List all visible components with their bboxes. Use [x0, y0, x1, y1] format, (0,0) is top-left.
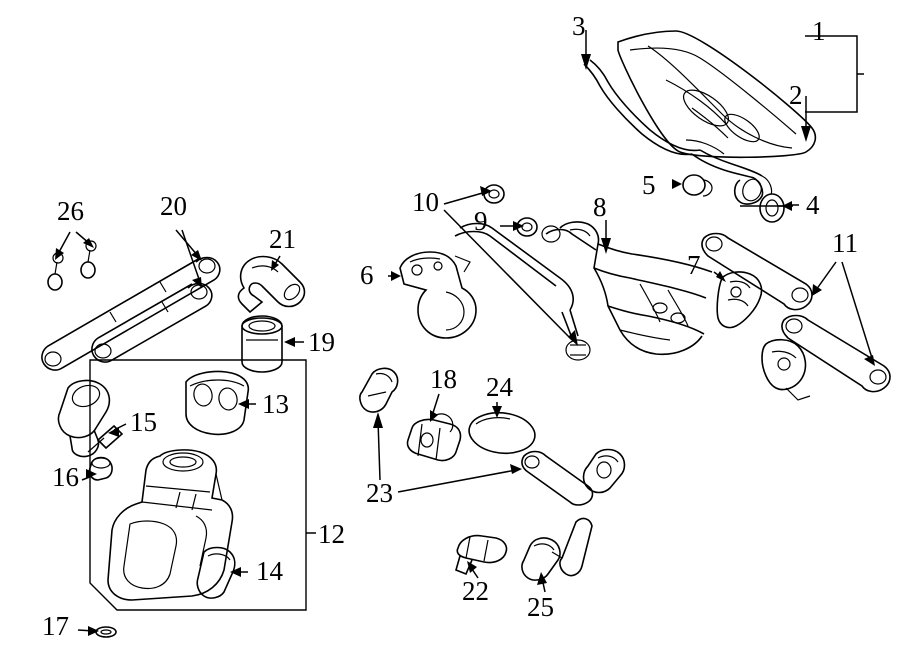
- part-reservoir-grommet: [196, 546, 248, 599]
- callout-22[interactable]: 22: [462, 576, 489, 606]
- callout-7[interactable]: 7: [687, 250, 701, 280]
- callout-13[interactable]: 13: [262, 389, 289, 419]
- callout-9[interactable]: 9: [474, 206, 488, 236]
- part-wiper-arm: [581, 30, 773, 205]
- callout-20[interactable]: 20: [160, 191, 187, 221]
- callout-1[interactable]: 1: [812, 16, 826, 46]
- callout-5[interactable]: 5: [642, 170, 656, 200]
- part-wiper-arm-nut-cap: [740, 193, 799, 223]
- part-washer-hose-connector: [359, 367, 626, 506]
- part-washer-reservoir-assembly: [89, 359, 316, 611]
- callout-6[interactable]: 6: [360, 260, 374, 290]
- part-drive-link-rods: [701, 232, 891, 401]
- callout-15[interactable]: 15: [130, 407, 157, 437]
- callout-21[interactable]: 21: [269, 224, 296, 254]
- part-washer-nozzle-lower: [455, 534, 508, 579]
- callout-12[interactable]: 12: [318, 519, 345, 549]
- callout-24[interactable]: 24: [486, 372, 513, 402]
- part-pivot-cap: [672, 174, 713, 197]
- part-lift-support-ball-studs: [47, 231, 97, 291]
- part-transmission-assembly: [559, 220, 713, 356]
- callout-25[interactable]: 25: [527, 592, 554, 622]
- part-linkage-bracket: [713, 271, 763, 329]
- callout-26[interactable]: 26: [57, 196, 84, 226]
- callout-14[interactable]: 14: [256, 556, 283, 586]
- callout-2[interactable]: 2: [789, 80, 803, 110]
- part-reservoir-filler-neck: [185, 370, 256, 436]
- part-nozzle-cover: [468, 402, 536, 455]
- part-washer-pump-grommet: [81, 456, 113, 481]
- part-linkage-rods: [443, 184, 597, 361]
- part-hood-lift-supports: [41, 229, 221, 371]
- part-reservoir-seal: [77, 626, 117, 638]
- callout-8[interactable]: 8: [593, 192, 607, 222]
- callout-4[interactable]: 4: [806, 190, 820, 220]
- part-washer-pump: [57, 379, 127, 458]
- part-wiper-blade-assembly: [617, 30, 864, 159]
- callout-18[interactable]: 18: [430, 364, 457, 394]
- part-reservoir-tank: [107, 449, 234, 601]
- callout-10[interactable]: 10: [412, 187, 439, 217]
- part-reservoir-cap: [241, 315, 304, 373]
- callout-3[interactable]: 3: [572, 11, 586, 41]
- callout-23[interactable]: 23: [366, 478, 393, 508]
- callout-16[interactable]: 16: [52, 462, 79, 492]
- callout-19[interactable]: 19: [308, 327, 335, 357]
- part-washer-hose-elbow: [237, 255, 306, 314]
- part-wiper-motor: [388, 251, 477, 339]
- callout-11[interactable]: 11: [832, 228, 858, 258]
- part-washer-nozzle-bracket: [406, 393, 462, 462]
- callout-17[interactable]: 17: [42, 611, 69, 641]
- part-washer-nozzle-tube: [521, 517, 593, 593]
